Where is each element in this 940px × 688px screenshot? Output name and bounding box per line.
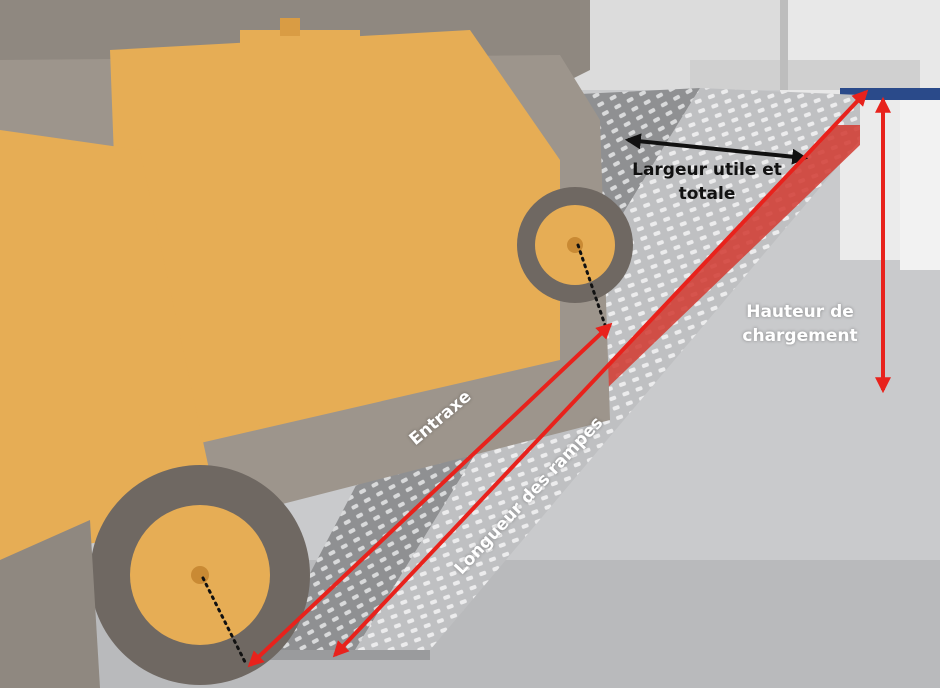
hauteur-label: Hauteur de chargement — [730, 300, 870, 348]
largeur-label: Largeur utile et totale — [612, 158, 802, 206]
hauteur-label-line2: chargement — [742, 326, 858, 346]
largeur-label-line2: totale — [678, 184, 736, 204]
largeur-label-line1: Largeur utile et — [632, 160, 782, 180]
rear-axle-dotted — [201, 576, 247, 664]
longueur-arrow — [332, 89, 869, 658]
hauteur-label-line1: Hauteur de — [746, 302, 854, 322]
